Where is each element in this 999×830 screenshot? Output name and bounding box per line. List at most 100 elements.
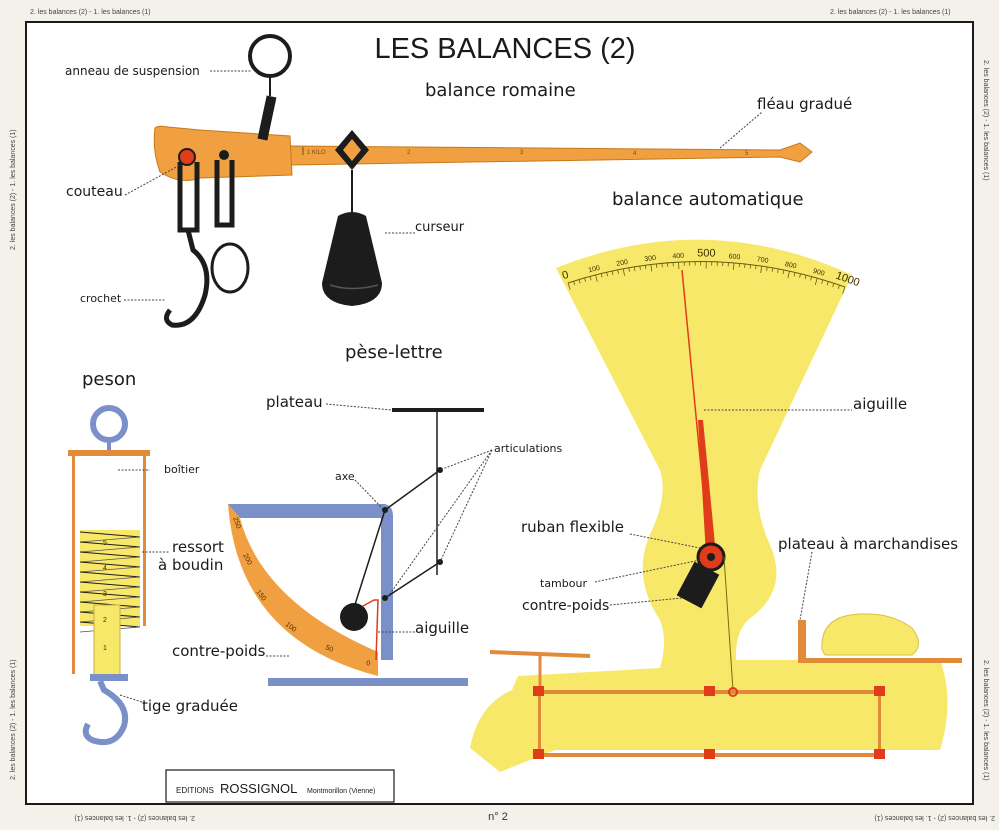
arc-number: 200 <box>241 553 253 567</box>
contre-poids-block <box>676 561 720 609</box>
curseur-weight <box>322 212 382 306</box>
edge-text-left-top: 2. les balances (2) - 1. les balances (1… <box>10 129 17 250</box>
spring-coil <box>79 566 141 573</box>
tige-graduee <box>93 604 121 676</box>
poster-title: LES BALANCES (2) <box>374 33 635 65</box>
dial-tick <box>777 268 779 273</box>
balance-automatique: balance automatique 0 100 200 300 400 50… <box>470 189 962 772</box>
couteau-pivot <box>178 148 196 166</box>
dial-number: 800 <box>784 261 797 270</box>
plateau-marchandises <box>798 620 962 663</box>
spring-coil <box>79 546 141 553</box>
publisher-name: ROSSIGNOL <box>220 781 297 796</box>
tube-mark: 4 <box>103 565 107 572</box>
dial-tick <box>837 284 840 289</box>
beam-mark: 2 <box>407 150 411 156</box>
label-a-boudin: à boudin <box>158 556 223 574</box>
dial-tick <box>732 262 735 270</box>
tube-mark: 1 <box>103 645 107 652</box>
dial-tick <box>810 276 813 281</box>
spring-coil <box>79 531 141 538</box>
romaine-beam <box>289 142 813 166</box>
edge-text-top-left: 2. les balances (2) - 1. les balances (1… <box>30 9 151 16</box>
dial-tick <box>578 279 581 284</box>
label-plateau-marchandises: plateau à marchandises <box>778 535 958 553</box>
dial-number: 600 <box>728 253 740 261</box>
arc-number: 50 <box>324 644 334 653</box>
dial-tick <box>573 281 576 286</box>
dial-number: 100 <box>588 265 601 275</box>
edge-text-right-bottom: 2. les balances (2) - 1. les balances (1… <box>982 660 989 781</box>
dial-tick <box>793 272 796 277</box>
label-aiguille-auto: aiguille <box>853 395 907 413</box>
tube-mark: 5 <box>103 540 107 547</box>
dial-tick <box>584 277 587 282</box>
ring-stirrup <box>257 95 277 141</box>
dial-tick <box>782 269 785 274</box>
dial-number: 200 <box>616 259 629 268</box>
dial-tick <box>567 282 571 290</box>
boitier-left <box>72 456 75 674</box>
boitier-right <box>143 456 146 626</box>
arc-numbers: 250 200 150 100 50 0 <box>231 516 371 667</box>
label-tambour: tambour <box>540 577 587 590</box>
label-ressort: ressort <box>172 538 224 556</box>
page-number: n° 2 <box>488 811 508 823</box>
beam-mark: 1 KILO <box>307 150 326 156</box>
dial-tick <box>633 266 636 271</box>
edge-text-left-bottom: 2. les balances (2) - 1. les balances (1… <box>10 659 17 780</box>
spring-coil <box>79 586 141 593</box>
arc-number: 250 <box>231 516 242 529</box>
dial-needle <box>698 420 716 555</box>
romaine-title: balance romaine <box>425 80 576 101</box>
label-anneau: anneau de suspension <box>65 64 200 78</box>
dial-tick <box>842 286 846 294</box>
label-fleau: fléau gradué <box>757 95 852 113</box>
tube-mark: 2 <box>103 617 107 624</box>
spring-coil <box>79 561 141 568</box>
dial-tick <box>771 267 774 272</box>
dial-tick <box>832 283 835 288</box>
pese-pendulum-rod <box>351 509 386 615</box>
curseur-clamp-hole <box>343 139 361 161</box>
second-pivot <box>219 150 229 160</box>
dial-tick <box>814 278 818 285</box>
label-contre-poids-auto: contre-poids <box>522 598 609 614</box>
spring-coil <box>79 556 141 563</box>
dial-tick <box>766 266 768 271</box>
arc-number: 0 <box>366 660 371 668</box>
edge-text-right-top: 2. les balances (2) - 1. les balances (1… <box>982 60 989 181</box>
dial-tick <box>606 272 608 277</box>
dial-tick <box>628 267 630 272</box>
publisher-prefix: EDITIONS <box>176 786 214 795</box>
edge-text-bottom-left: 2. les balances (2) - 1. les balances (1… <box>74 814 195 821</box>
label-ruban: ruban flexible <box>521 518 624 536</box>
ruban-line <box>723 556 734 691</box>
beam-mark: 5 <box>745 151 749 157</box>
label-axe: axe <box>335 470 355 483</box>
pese-scale <box>228 504 378 676</box>
pese-lettre: pèse-lettre 250 200 150 100 50 0 <box>172 342 563 686</box>
dial-tick <box>787 271 790 279</box>
lower-ring <box>210 242 250 294</box>
pese-aiguille <box>362 599 379 661</box>
label-plateau-pese: plateau <box>266 393 323 411</box>
spring-coil <box>79 596 141 603</box>
label-tige: tige graduée <box>142 697 238 715</box>
automatique-title: balance automatique <box>612 189 804 210</box>
pese-lettre-title: pèse-lettre <box>345 342 443 363</box>
dial-number: 700 <box>756 256 769 265</box>
peson: peson 1 2 3 4 5 boîtier ressort à boudin… <box>68 369 238 746</box>
dial-number: 900 <box>812 268 825 278</box>
peson-title: peson <box>82 369 136 390</box>
label-articulations: articulations <box>494 442 563 455</box>
spring-coil <box>79 581 141 588</box>
beam-mark: 3 <box>520 150 524 156</box>
publisher-box: EDITIONS ROSSIGNOL Montmorillon (Vienne) <box>165 769 395 803</box>
label-couteau: couteau <box>66 184 123 200</box>
spring-coil <box>79 551 141 558</box>
dial-number: 500 <box>697 247 716 259</box>
dial-tick <box>650 264 653 272</box>
dial-number: 0 <box>561 269 571 282</box>
pese-contre-poids <box>340 603 368 631</box>
